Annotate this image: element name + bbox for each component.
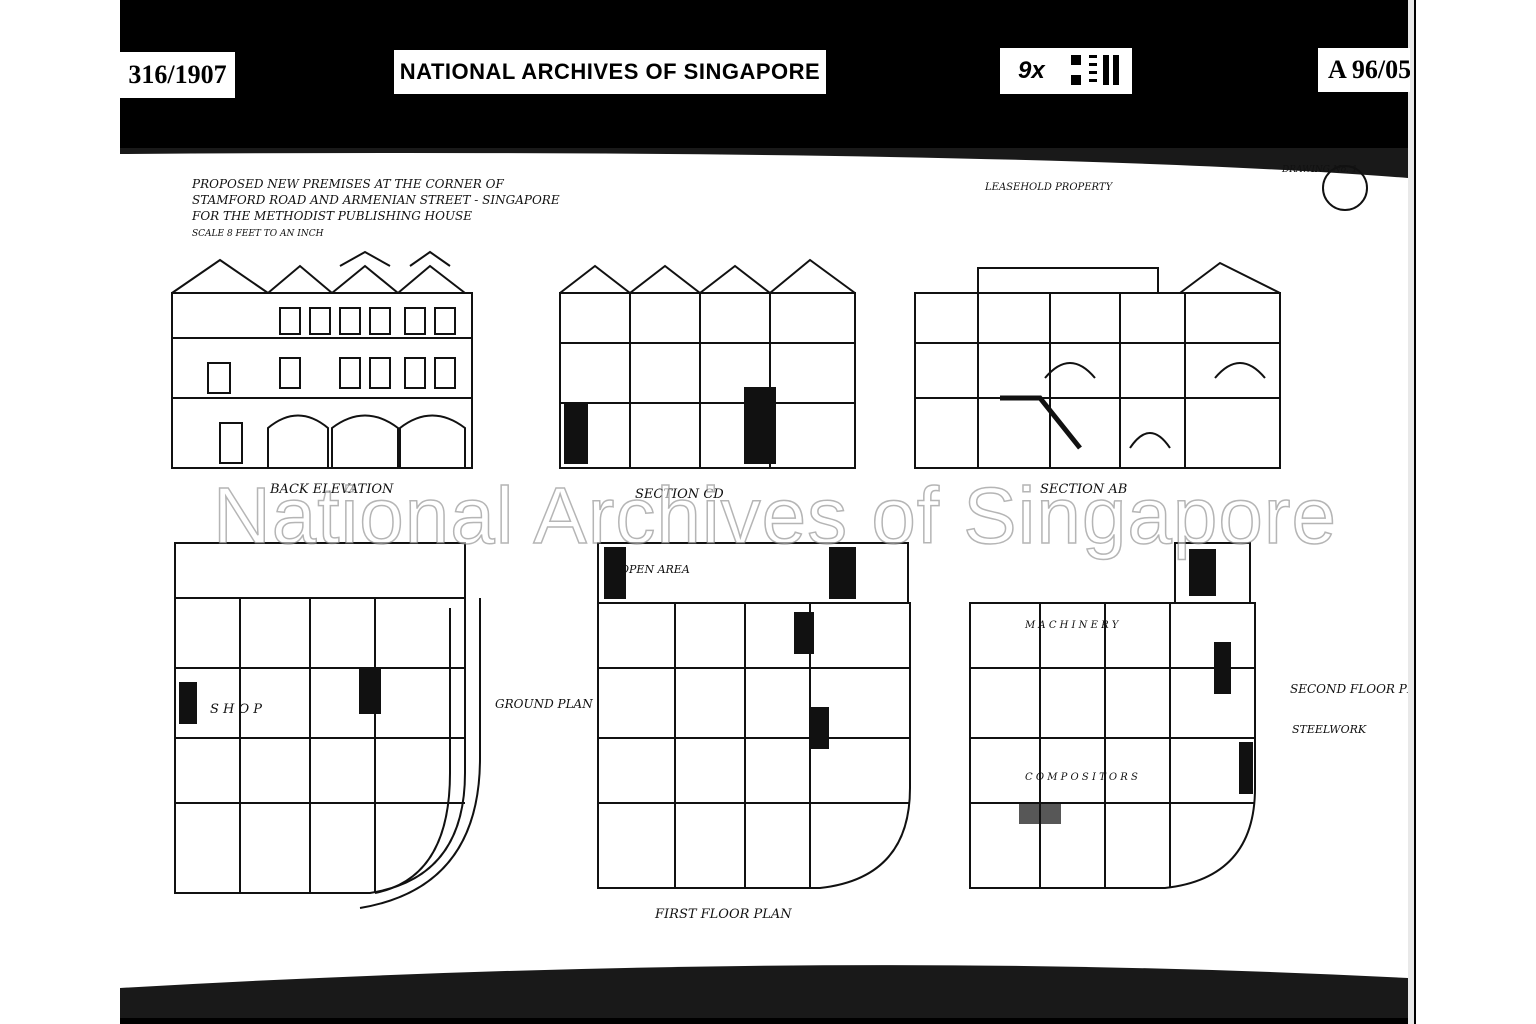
reduction-label: 9x [1000, 48, 1132, 94]
back-elevation-drawing [171, 250, 473, 469]
second-floor-plan-label: SECOND FLOOR PLAN [1290, 682, 1408, 696]
section-ab-drawing [914, 261, 1281, 469]
first-floor-plan-label: FIRST FLOOR PLAN [654, 907, 792, 922]
section-ab-label: SECTION AB [1040, 482, 1127, 497]
reference-number-right-text: A 96/05 [1328, 55, 1410, 84]
scale-note: SCALE 8 FEET TO AN INCH [192, 229, 324, 239]
title-line-3: FOR THE METHODIST PUBLISHING HOUSE [191, 209, 472, 223]
drawing-number: DRAWING No. 1 [1281, 165, 1357, 175]
film-scale-icon [1070, 55, 1119, 85]
municipal-stamp-icon [1322, 165, 1368, 211]
frame-edge [1408, 0, 1414, 1024]
title-line-2: STAMFORD ROAD AND ARMENIAN STREET - SING… [192, 193, 560, 207]
first-floor-plan-drawing [597, 542, 911, 889]
archive-name-label: NATIONAL ARCHIVES OF SINGAPORE [394, 50, 826, 94]
torn-bottom-edge [120, 965, 1408, 1018]
back-elevation-label: BACK ELEVATION [269, 482, 394, 497]
second-floor-plan-drawing [969, 542, 1256, 889]
architectural-drawing-sheet: PROPOSED NEW PREMISES AT THE CORNER OF S… [120, 148, 1408, 1018]
machinery-label: M A C H I N E R Y [1024, 620, 1120, 631]
reference-number-right: A 96/05 [1318, 48, 1410, 92]
section-cd-label: SECTION CD [635, 487, 724, 502]
ground-plan-drawing [174, 542, 481, 909]
reduction-text: 9x [1018, 57, 1045, 84]
ground-plan-label: GROUND PLAN [495, 697, 593, 711]
shop-room-label: S H O P [210, 702, 262, 717]
torn-top-edge [120, 148, 1408, 178]
open-area-label: OPEN AREA [620, 563, 690, 576]
compositors-label: C O M P O S I T O R S [1025, 772, 1138, 783]
reference-number-left: 316/1907 [120, 52, 235, 98]
steelwork-label: STEELWORK [1292, 723, 1367, 736]
leasehold-note: LEASEHOLD PROPERTY [984, 182, 1114, 193]
section-cd-drawing [559, 258, 856, 469]
title-line-1: PROPOSED NEW PREMISES AT THE CORNER OF [191, 177, 504, 191]
